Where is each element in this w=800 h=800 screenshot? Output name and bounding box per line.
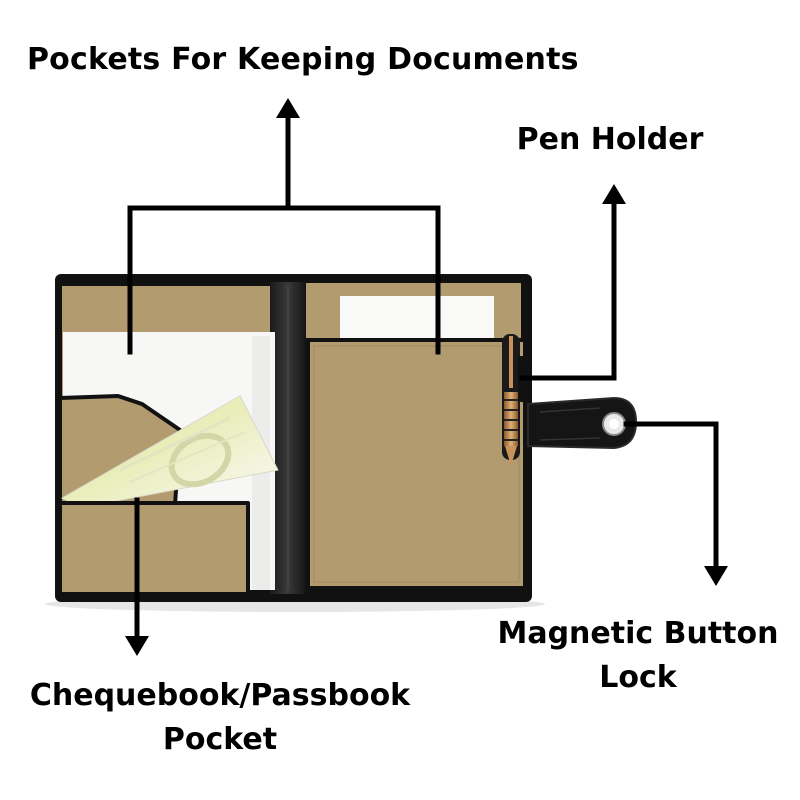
pen-item xyxy=(502,334,520,466)
cheque-pocket-text-line1: Chequebook/Passbook xyxy=(29,678,411,713)
callout-label-cheque-pocket: Chequebook/Passbook Pocket xyxy=(20,674,420,761)
documents-pockets-text: Pockets For Keeping Documents xyxy=(27,42,579,77)
callout-pen-holder-line xyxy=(519,195,617,381)
cheque-pocket-text-line2: Pocket xyxy=(162,721,278,757)
callout-label-magnetic-lock: Magnetic Button Lock xyxy=(488,612,788,699)
right-document-sheet xyxy=(340,296,494,346)
callout-documents-bracket xyxy=(127,109,441,355)
arrow-head-documents xyxy=(276,98,300,118)
callout-label-documents-pockets: Pockets For Keeping Documents xyxy=(27,38,579,82)
magnetic-lock-text-line1: Magnetic Button xyxy=(497,616,779,651)
pen-holder-text: Pen Holder xyxy=(516,122,704,157)
arrow-head-magnetic xyxy=(704,566,728,586)
callout-label-pen-holder: Pen Holder xyxy=(510,118,710,162)
right-document-pocket xyxy=(306,338,527,590)
callout-magnetic-line xyxy=(623,421,719,573)
magnetic-lock-text-line2: Lock xyxy=(599,659,677,695)
arrow-head-cheque xyxy=(125,636,149,656)
cheque-passbook-pocket xyxy=(58,501,250,596)
arrow-head-pen-holder xyxy=(602,184,626,204)
